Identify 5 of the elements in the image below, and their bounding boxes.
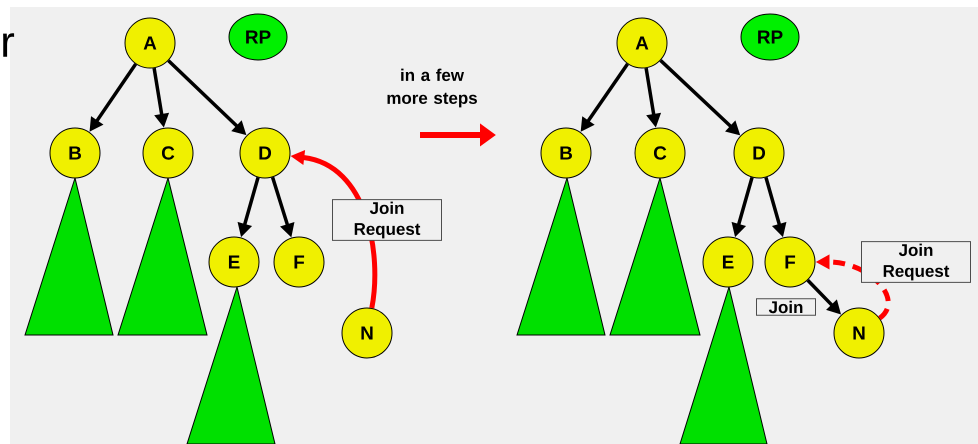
cut-off-letter: r [3, 33, 14, 57]
step-note: in a few more steps [387, 68, 477, 108]
edge-label: Join Request [861, 241, 971, 283]
edge-label: Join [756, 298, 816, 316]
edge-label: Join Request [332, 199, 442, 241]
